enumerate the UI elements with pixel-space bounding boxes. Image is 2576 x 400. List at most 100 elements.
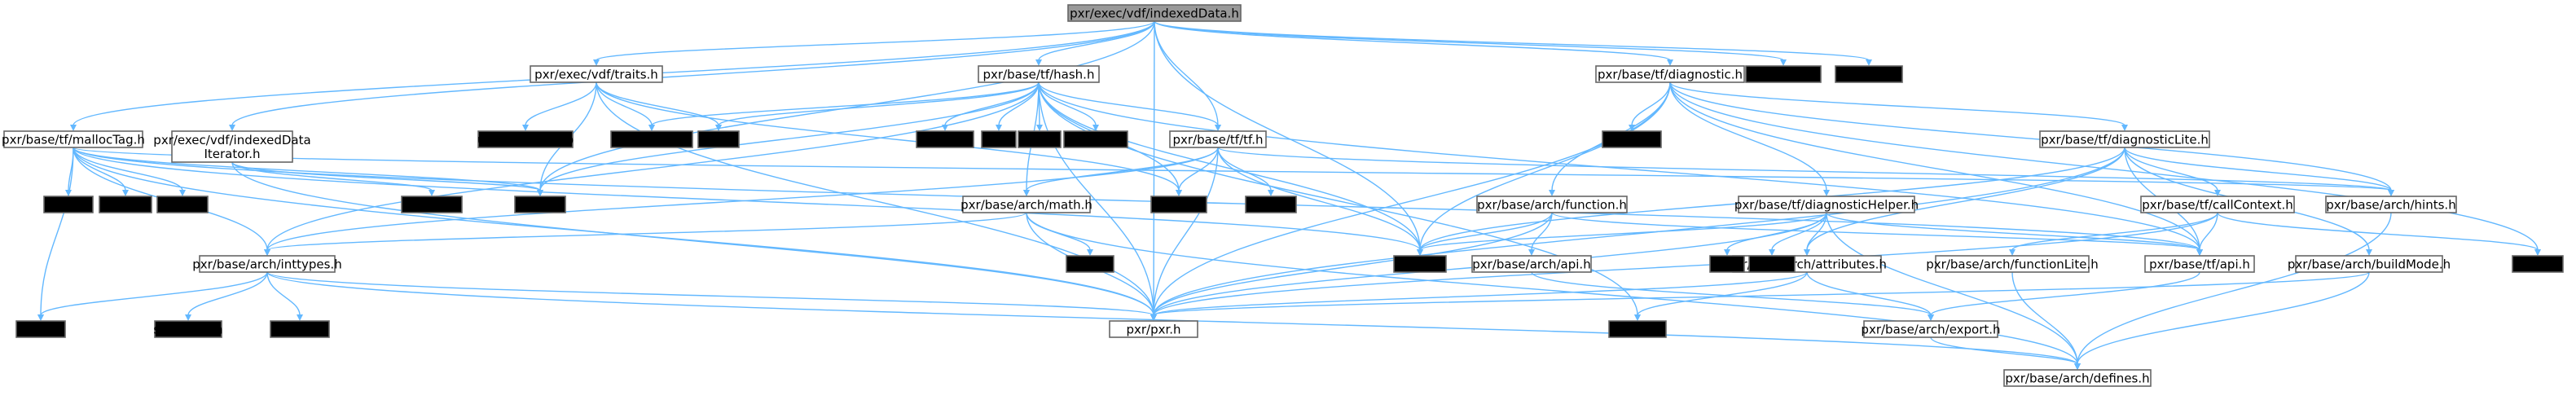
arrowhead-tf-to-mathh — [1268, 190, 1274, 196]
arrowhead-attributes-to-memory — [1634, 314, 1641, 321]
node-label: pxr/base/arch/function.h — [1477, 198, 1627, 213]
node-box — [514, 196, 566, 213]
arrowhead-math-to-cmath — [1087, 249, 1093, 256]
node-label: pxr/base/tf/api.h — [2149, 257, 2250, 272]
edge-inttypes-to-cstdint — [40, 271, 268, 316]
node-pxr-base-arch-api-h[interactable]: pxr/base/arch/api.h — [1471, 255, 1592, 273]
edge-diagnosticHelper-to-locale — [1771, 212, 1827, 251]
node-pxr-base-arch-function-h[interactable]: pxr/base/arch/function.h — [1476, 196, 1628, 213]
node-any: any — [1709, 255, 1745, 273]
node-label: pxr/base/tf/tf.h — [1173, 133, 1264, 147]
node-pxr-base-tf-callcontext-h[interactable]: pxr/base/tf/callContext.h — [2140, 196, 2295, 213]
arrowhead-inttypes-to-systypes — [185, 314, 191, 321]
node-label: pxr/exec/vdf/traits.h — [534, 68, 658, 82]
node-label: pxr/exec/vdf/indexedData — [153, 133, 310, 147]
node-pxr-base-arch-math-h[interactable]: pxr/base/arch/math.h — [961, 196, 1092, 213]
node-box — [2140, 196, 2295, 213]
node-box — [15, 320, 66, 338]
node-label: pxr/base/arch/functionLite.h — [1926, 257, 2098, 272]
node-pxr-base-tf-api-h[interactable]: pxr/base/tf/api.h — [2144, 255, 2255, 273]
node-pxr-pxr-h[interactable]: pxr/pxr.h — [1109, 320, 1198, 338]
arrowhead-indexedData-to-diagnostic — [1667, 59, 1673, 66]
node-label: tuple — [1024, 133, 1055, 147]
node-pxr-base-arch-defines-h[interactable]: pxr/base/arch/defines.h — [2003, 369, 2152, 387]
node-pxr-base-tf-malloctag-h[interactable]: pxr/base/tf/mallocTag.h — [2, 130, 145, 148]
node-label: cmath — [1070, 257, 1109, 272]
node-type-traits: type_traits — [610, 130, 693, 148]
node-pxr-base-tf-diagnostic-h[interactable]: pxr/base/tf/diagnostic.h — [1595, 65, 1745, 83]
node-label: atomic — [104, 198, 146, 213]
node-ostream: ostream — [1835, 65, 1903, 83]
arrowhead-diagnosticLite-to-hints — [2388, 190, 2394, 196]
node-box — [477, 130, 574, 148]
edge-inttypes-to-cinttypes — [266, 271, 301, 316]
node-pxr-base-tf-hash-h[interactable]: pxr/base/tf/hash.h — [978, 65, 1100, 83]
node-box — [530, 65, 663, 83]
node-pxr-base-tf-diagnosticlite-h[interactable]: pxr/base/tf/diagnosticLite.h — [2039, 130, 2210, 148]
arrowhead-diagnostic-to-archFunction — [1549, 190, 1555, 196]
node-label: pxr/base/arch/defines.h — [2005, 371, 2149, 386]
edge-indexedData-to-string — [1154, 20, 1421, 251]
node-box — [1709, 255, 1745, 273]
arrowhead-indexedData-to-ostream — [1866, 59, 1872, 66]
node-sys-types-h: sys/types.h — [153, 320, 223, 338]
arrowhead-tf-to-utility — [1176, 190, 1182, 196]
node-pxr-base-tf-tf-h[interactable]: pxr/base/tf/tf.h — [1169, 130, 1267, 148]
node-typeindex: typeindex — [1063, 130, 1128, 148]
edge-indexedData-to-ostream — [1154, 20, 1870, 61]
node-pxr-base-arch-buildmode-h[interactable]: pxr/base/arch/buildMode.h — [2288, 255, 2451, 273]
node-label: algorithm — [1754, 68, 1813, 82]
edge-hash-to-string — [1038, 81, 1421, 251]
arrowhead-mallocTag-to-cstdlib — [179, 190, 186, 196]
node-box — [199, 255, 336, 273]
edge-diagnosticLite-to-pxr — [1153, 147, 2125, 316]
edge-mallocTag-to-tfApi — [73, 147, 2200, 251]
node-label: pxr/pxr.h — [1126, 323, 1180, 337]
node-box — [610, 130, 693, 148]
node-box — [1063, 130, 1128, 148]
arrowhead-buildMode-to-pxr — [1150, 314, 1157, 321]
arrowhead-inttypes-to-cinttypes — [297, 314, 303, 321]
node-pxr-exec-vdf-indexeddata-h[interactable]: pxr/exec/vdf/indexedData.h — [1067, 4, 1242, 22]
node-label: pxr/base/tf/diagnostic.h — [1598, 68, 1743, 82]
node-pxr-base-tf-diagnostichelper-h[interactable]: pxr/base/tf/diagnosticHelper.h — [1734, 196, 1919, 213]
node-box — [1738, 196, 1915, 213]
arrowhead-indexedData-to-algorithm — [1780, 59, 1787, 66]
node-label: type_traits — [619, 133, 684, 148]
edge-callContext-to-tfApi — [2199, 212, 2218, 251]
edge-archFunction-to-pxr — [1153, 212, 1553, 316]
node-pxr-base-arch-functionlite-h[interactable]: pxr/base/arch/functionLite.h — [1926, 255, 2099, 273]
edge-mallocTag-to-cstdint — [40, 147, 74, 316]
edge-traits-to-pxr — [596, 81, 1154, 316]
node-pxr-base-arch-inttypes-h[interactable]: pxr/base/arch/inttypes.h — [192, 255, 342, 273]
arrowhead-diagnosticHelper-to-locale — [1769, 249, 1775, 256]
node-pxr-base-arch-hints-h[interactable]: pxr/base/arch/hints.h — [2325, 196, 2457, 213]
node-label: pxr/base/tf/hash.h — [983, 68, 1095, 82]
edge-tf-to-utility — [1178, 147, 1219, 191]
edge-inttypes-to-pxr — [266, 271, 1154, 316]
arrowhead-indexedData-to-mallocTag — [70, 125, 77, 131]
node-pxr-base-arch-export-h[interactable]: pxr/base/arch/export.h — [1861, 320, 2001, 338]
arrowhead-tf-to-math — [1023, 190, 1030, 196]
edge-indexedData-to-indexedDataIterator — [231, 20, 1155, 126]
edge-hash-to-map — [718, 81, 1040, 126]
node-pxr-exec-vdf-traits-h[interactable]: pxr/exec/vdf/traits.h — [530, 65, 663, 83]
arrowhead-mallocTag-to-atomic — [122, 190, 129, 196]
arrowhead-diagnosticHelper-to-string — [1417, 249, 1423, 256]
node-box — [1471, 255, 1592, 273]
node-label: pxr/base/arch/api.h — [1472, 257, 1590, 272]
node-box — [1935, 255, 2090, 273]
arrowhead-diagnosticLite-to-callContext — [2214, 190, 2221, 196]
arrowhead-hash-to-tf — [1215, 125, 1221, 131]
node-cinttypes: cinttypes — [270, 320, 330, 338]
node-box — [1245, 196, 1297, 213]
node-box — [154, 320, 222, 338]
arrowhead-diagnosticHelper-to-tfApi — [2196, 249, 2203, 256]
edge-archApi-to-archExport — [1531, 271, 1932, 316]
node-label: pxr/base/tf/mallocTag.h — [2, 133, 145, 147]
node-atomic: atomic — [99, 196, 152, 213]
edge-traits-to-type_traits — [596, 81, 653, 126]
node-set: set — [981, 130, 1017, 148]
node-box — [156, 196, 209, 213]
